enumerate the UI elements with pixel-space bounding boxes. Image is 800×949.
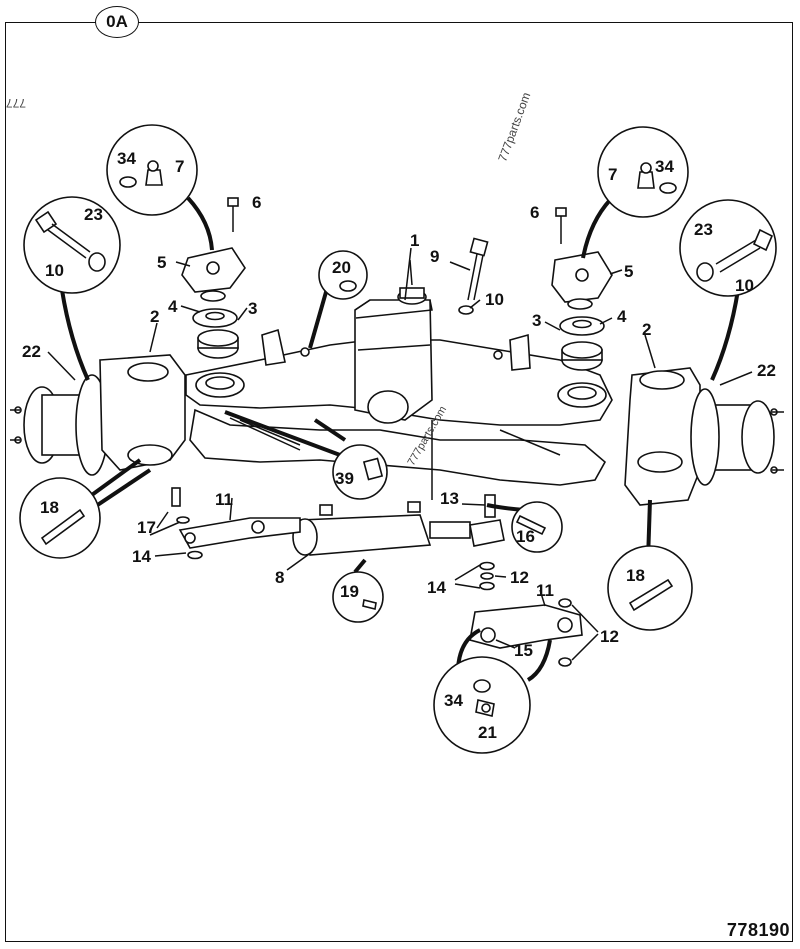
label-20: 20 bbox=[332, 258, 351, 277]
label-11-left: 11 bbox=[215, 490, 233, 509]
label-6-left: 6 bbox=[252, 193, 261, 212]
label-23-left: 23 bbox=[84, 205, 103, 224]
part-labels: 1 2 2 3 3 4 4 5 5 6 6 7 7 8 9 10 10 10 1… bbox=[22, 149, 776, 742]
label-18-right: 18 bbox=[626, 566, 645, 585]
label-4-left: 4 bbox=[168, 297, 178, 316]
detail-circle-21 bbox=[433, 656, 531, 754]
detail-circle-left-top bbox=[106, 124, 198, 216]
label-10-center: 10 bbox=[485, 290, 504, 309]
leader-lines bbox=[47, 247, 753, 661]
watermark: 777 bbox=[6, 96, 27, 110]
bolt-6-right bbox=[555, 207, 567, 244]
page-badge: 0A bbox=[95, 6, 139, 38]
detail-circle-20 bbox=[318, 250, 368, 300]
label-19: 19 bbox=[340, 582, 359, 601]
detail-circle-left-bolt bbox=[23, 196, 121, 294]
label-11-lower: 11 bbox=[536, 581, 554, 600]
right-kingpin-cap bbox=[551, 251, 613, 371]
label-1: 1 bbox=[410, 231, 419, 250]
label-39: 39 bbox=[335, 469, 354, 488]
detail-circle-18-right bbox=[607, 545, 693, 631]
label-8: 8 bbox=[275, 568, 284, 587]
label-2-left: 2 bbox=[150, 307, 159, 326]
label-18-left: 18 bbox=[40, 498, 59, 517]
steering-cylinder bbox=[171, 487, 505, 591]
label-15: 15 bbox=[514, 641, 533, 660]
label-7-right: 7 bbox=[608, 165, 617, 184]
detail-circle-39 bbox=[332, 444, 388, 500]
label-23-right: 23 bbox=[694, 220, 713, 239]
label-16: 16 bbox=[516, 527, 535, 546]
label-5-left: 5 bbox=[157, 253, 166, 272]
tie-rod-lower bbox=[469, 598, 583, 667]
detail-circle-right-bolt bbox=[679, 199, 777, 297]
label-4-right: 4 bbox=[617, 307, 627, 326]
bolt-9 bbox=[458, 237, 489, 315]
label-2-right: 2 bbox=[642, 320, 651, 339]
label-34-left: 34 bbox=[117, 149, 136, 168]
label-14-center: 14 bbox=[427, 578, 446, 597]
left-hub-assembly bbox=[10, 354, 186, 476]
right-hub-assembly bbox=[624, 367, 784, 506]
detail-circle-16 bbox=[511, 501, 563, 553]
label-12-center: 12 bbox=[510, 568, 529, 587]
label-7-left: 7 bbox=[175, 157, 184, 176]
label-14-left: 14 bbox=[132, 547, 151, 566]
label-13: 13 bbox=[440, 489, 459, 508]
label-34-lower: 34 bbox=[444, 691, 463, 710]
label-10-right: 10 bbox=[735, 276, 754, 295]
pivot-housing bbox=[354, 287, 433, 424]
detail-circle-19 bbox=[332, 571, 384, 623]
label-9: 9 bbox=[430, 247, 439, 266]
label-3-left: 3 bbox=[248, 299, 257, 318]
bolt-6-left bbox=[227, 197, 239, 232]
drawing-number: 778190 bbox=[726, 920, 790, 940]
left-kingpin-cap bbox=[181, 247, 246, 359]
label-17: 17 bbox=[137, 518, 156, 537]
label-12-lower: 12 bbox=[600, 627, 619, 646]
detail-circle-right-top bbox=[597, 126, 689, 218]
label-22-left: 22 bbox=[22, 342, 41, 361]
label-22-right: 22 bbox=[757, 361, 776, 380]
detail-circle-18-left bbox=[19, 477, 101, 559]
label-21: 21 bbox=[478, 723, 497, 742]
label-6-right: 6 bbox=[530, 203, 539, 222]
label-34-right: 34 bbox=[655, 157, 674, 176]
label-5-right: 5 bbox=[624, 262, 633, 281]
label-10-left: 10 bbox=[45, 261, 64, 280]
label-3-right: 3 bbox=[532, 311, 541, 330]
